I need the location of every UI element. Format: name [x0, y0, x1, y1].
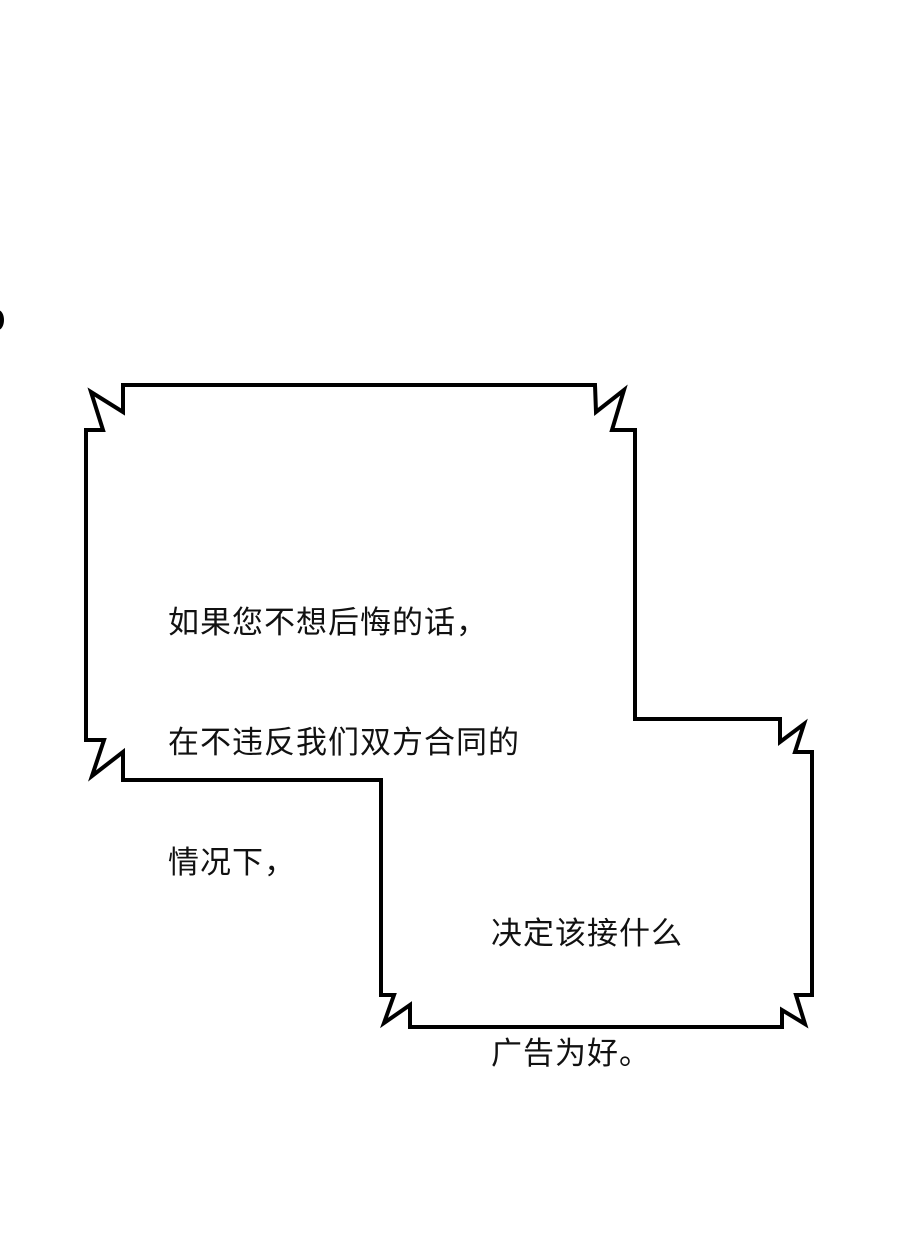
dialogue-line: 在不违反我们双方合同的: [168, 725, 520, 761]
bubble-outline-path: [84, 383, 814, 1029]
dialogue-line: 如果您不想后悔的话，: [168, 605, 488, 641]
lower-bubble-text: 决定该接什么 广告为好。: [491, 834, 683, 1154]
dialogue-line: 情况下，: [168, 845, 296, 881]
dialogue-line: 广告为好。: [491, 1036, 651, 1072]
dialogue-line: 决定该接什么: [491, 916, 683, 952]
upper-bubble-text: 如果您不想后悔的话， 在不违反我们双方合同的 情况下，: [168, 523, 520, 963]
